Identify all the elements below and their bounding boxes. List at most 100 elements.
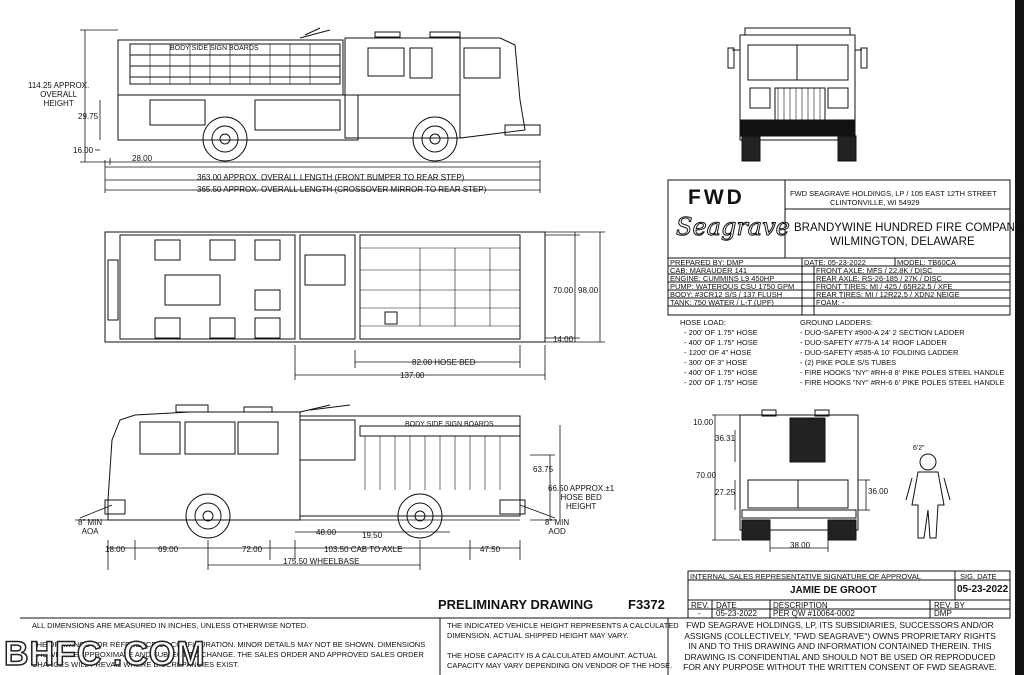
ladder-item: - (2) PIKE POLE S/S TUBES (800, 358, 897, 367)
date-col-header: DATE (716, 601, 737, 610)
desc-col-header: DESCRIPTION (773, 601, 828, 610)
dim-63-75: 63.75 (533, 465, 554, 474)
spec-prepared-by: PREPARED BY: DMP (670, 258, 744, 267)
dim-cab-to-axle: 103.50 CAB TO AXLE (324, 545, 403, 554)
ground-ladders-list: GROUND LADDERS: - DUO-SAFETY #900-A 24' … (800, 318, 1004, 388)
revby-col-header: REV. BY (934, 601, 965, 610)
spec-rear-tires: REAR TIRES: MI / 12R22.5 / XDN2 NEIGE (816, 290, 960, 299)
hose-item: - 300' OF 3" HOSE (684, 358, 748, 367)
dim-36-31: 36.31 (715, 434, 736, 443)
spec-pump: PUMP: WATEROUS CSU 1750 GPM (670, 282, 795, 291)
firefighter-figure (905, 453, 951, 539)
date-value: 05-23-2022 (716, 609, 757, 618)
dim-36-00: 36.00 (868, 487, 889, 496)
legal-notice: FWD SEAGRAVE HOLDINGS, LP, ITS SUBSIDIAR… (670, 620, 1010, 673)
overall-length-front: 363.00 APPROX. OVERALL LENGTH (FRONT BUM… (197, 173, 465, 182)
note-drawing-3: CHANGES WILL PREVAIL WHERE DISCREPANCIES… (32, 660, 240, 669)
side-view-truck (117, 27, 541, 162)
spec-engine: ENGINE: CUMMINS L9 450HP (670, 274, 775, 283)
signature-header: INTERNAL SALES REPRESENTATIVE SIGNATURE … (690, 572, 921, 581)
aoa-label: 8" MIN AOA (78, 518, 103, 536)
hose-item: - 1200' OF 4" HOSE (684, 348, 752, 357)
note-drawing-2: SHOWN ARE APPROXIMATE AND SUBJECT TO CHA… (32, 650, 424, 659)
spec-rear-axle: REAR AXLE: RS-26-185 / 27K / DISC (816, 274, 942, 283)
legal-line: FWD SEAGRAVE HOLDINGS, LP, ITS SUBSIDIAR… (686, 620, 994, 630)
legal-line: DRAWING IS CONFIDENTIAL AND SHOULD NOT B… (684, 651, 996, 662)
dim-19-50: 19.50 (362, 531, 383, 540)
hose-load-title: HOSE LOAD: (680, 318, 726, 327)
signer-name: JAMIE DE GROOT (790, 585, 877, 596)
spec-model: MODEL: TB60CA (897, 258, 957, 267)
rev-value: - (698, 609, 701, 618)
revby-value: DMP (934, 609, 952, 618)
dim-27-25: 27.25 (715, 488, 736, 497)
preliminary-title: PRELIMINARY DRAWING (438, 597, 594, 612)
dim-14-00-top: 14.00 (553, 335, 574, 344)
ladder-item: - FIRE HOOKS "NY" #RH-8 8' PIKE POLES ST… (800, 368, 1005, 377)
aod-label: 8" MIN AOD (545, 518, 570, 536)
dim-70-00-top: 70.00 (553, 286, 574, 295)
street-sign-label: BODY SIDE SIGN BOARDS (405, 421, 494, 428)
spec-foam: FOAM: - (816, 298, 845, 307)
watermark: BHFC .COM (3, 635, 206, 673)
logo-fwd: FWD (688, 186, 745, 209)
ladder-item: - DUO-SAFETY #775-A 14' ROOF LADDER (800, 338, 947, 347)
hose-item: - 400' OF 1.75" HOSE (684, 368, 758, 377)
dim-29-75: 29.75 (78, 112, 99, 121)
side-sign-label: BODY SIDE SIGN BOARDS (170, 45, 259, 52)
legal-line: FOR ANY PURPOSE WITHOUT THE WRITTEN CONS… (683, 662, 997, 672)
dim-69-00: 69.00 (158, 545, 179, 554)
overall-height-label: 114.25 APPROX. OVERALL HEIGHT (28, 81, 90, 108)
hose-item: - 200' OF 1.75" HOSE (684, 328, 758, 337)
note-height-2: DIMENSION. ACTUAL SHIPPED HEIGHT MAY VAR… (447, 631, 629, 640)
note-height-1: THE INDICATED VEHICLE HEIGHT REPRESENTS … (447, 621, 679, 630)
spec-date: DATE: 05-23-2022 (804, 258, 866, 267)
dim-16-00: 16.00 (73, 146, 94, 155)
figure-height-label: 6'2" (913, 445, 925, 452)
company-address-2: CLINTONVILLE, WI 54929 (830, 198, 920, 207)
note-drawing-1: THE DRAWINGS FOR REFERENCE OF CONFIGURAT… (32, 640, 426, 649)
company-address-1: FWD SEAGRAVE HOLDINGS, LP / 105 EAST 12T… (790, 189, 997, 198)
customer-name: BRANDYWINE HUNDRED FIRE COMPANY (794, 222, 1023, 234)
rev-col-header: REV. (691, 601, 709, 610)
note-dimensions: ALL DIMENSIONS ARE MEASURED IN INCHES, U… (32, 621, 309, 630)
dim-wheelbase: 175.50 WHEELBASE (283, 557, 360, 566)
dim-72-00: 72.00 (242, 545, 263, 554)
front-view-truck (727, 27, 868, 162)
dim-70-00-rear: 70.00 (696, 471, 717, 480)
overall-length-crossover: 365.50 APPROX. OVERALL LENGTH (CROSSOVER… (197, 185, 487, 194)
dim-hose-bed-height: 66.50 APPROX.±1 HOSE BED HEIGHT (548, 484, 615, 511)
sig-date-value: 05-23-2022 (957, 584, 1009, 595)
top-view-truck (104, 231, 546, 343)
hose-item: - 400' OF 1.75" HOSE (684, 338, 758, 347)
ground-ladders-title: GROUND LADDERS: (800, 318, 873, 327)
customer-location: WILMINGTON, DELAWARE (830, 236, 975, 248)
street-side-view-truck (104, 404, 526, 539)
desc-value: PER QW #10064-0002 (773, 609, 855, 618)
ladder-item: - DUO-SAFETY #585-A 10' FOLDING LADDER (800, 348, 959, 357)
hose-item: - 200' OF 1.75" HOSE (684, 378, 758, 387)
note-hose-1: THE HOSE CAPACITY IS A CALCULATED AMOUNT… (447, 651, 658, 660)
hose-load-list: HOSE LOAD: - 200' OF 1.75" HOSE - 400' O… (680, 318, 758, 388)
legal-line: IN AND TO THIS DRAWING AND INFORMATION C… (688, 641, 992, 651)
spec-front-axle: FRONT AXLE: MFS / 22.8K / DISC (816, 266, 933, 275)
legal-line: ASSIGNS (COLLECTIVELY, "FWD SEAGRAVE") O… (684, 630, 996, 641)
spec-body: BODY: #3CR12 S/S / 137 FLUSH (670, 290, 783, 299)
spec-front-tires: FRONT TIRES: MI / 425 / 65R22.5 / XFE (816, 282, 953, 291)
dim-47-50: 47.50 (480, 545, 501, 554)
dim-48-00: 48.00 (316, 528, 337, 537)
ladder-item: - DUO-SAFETY #900-A 24' 2 SECTION LADDER (800, 328, 965, 337)
logo-seagrave: Seagrave (676, 213, 791, 241)
dim-10-00-rear: 10.00 (693, 418, 714, 427)
spec-tank: TANK: 750 WATER / L-T (UPF) (670, 298, 774, 307)
drawing-number: F3372 (628, 597, 665, 612)
dim-137-00: 137.00 (400, 371, 425, 380)
dim-38-00: 38.00 (790, 541, 811, 550)
rear-view-truck (739, 409, 859, 541)
dim-hose-bed: 82.00 HOSE BED (412, 358, 476, 367)
dim-18-00: 18.00 (105, 545, 126, 554)
sig-date-label: SIG. DATE (960, 572, 997, 581)
spec-cab: CAB: MARAUDER 141 (670, 266, 748, 275)
dim-98-00-top: 98.00 (578, 286, 599, 295)
